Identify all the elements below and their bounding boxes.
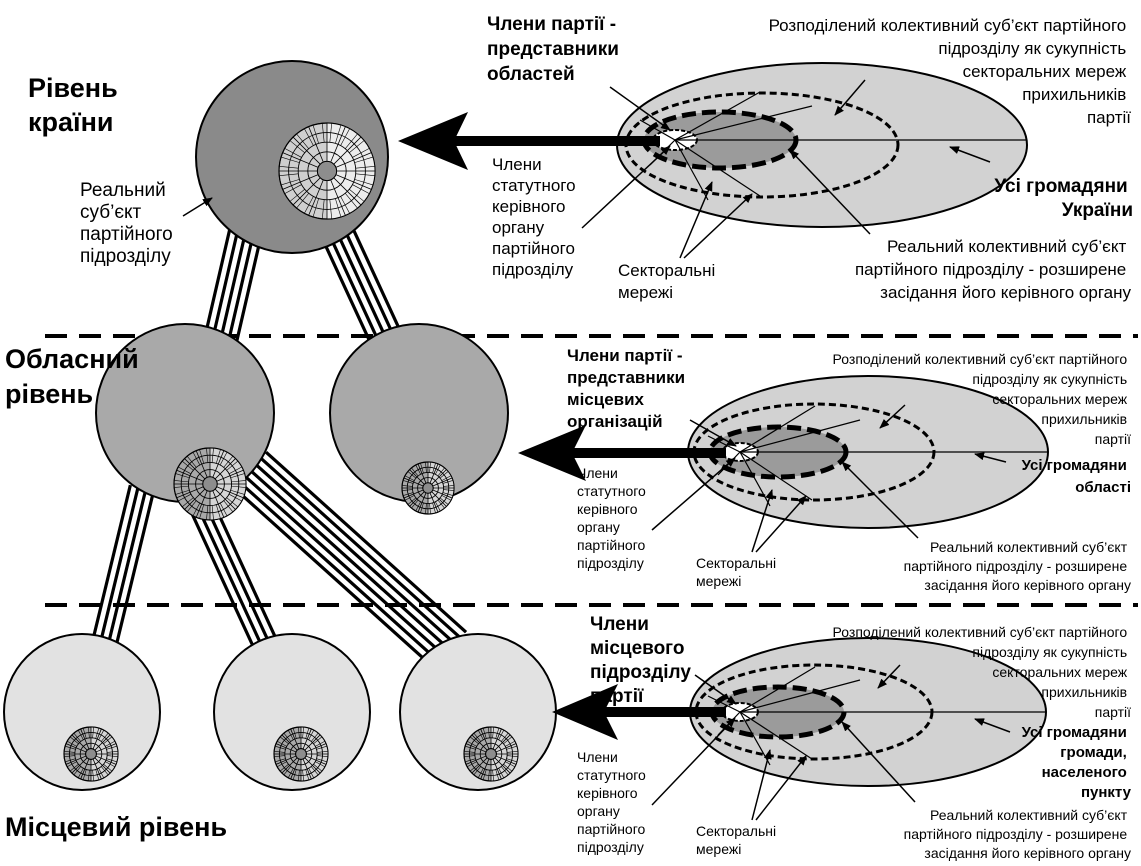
real-subject-pointer	[183, 198, 212, 216]
web-icon-regional-1	[174, 448, 246, 520]
panel-local: Члени місцевого підрозділу партії Розпод…	[552, 614, 1132, 861]
web-icon-regional-2	[402, 462, 454, 514]
web-icon-country	[279, 123, 375, 219]
panel-country: Члени партії - представники областей Роз…	[398, 14, 1133, 302]
members-title: Члени партії - представники областей	[487, 14, 624, 85]
level-title-country: Рівень країни	[28, 73, 125, 137]
statutory-pointer	[652, 718, 735, 805]
members-title: Члени партії - представники місцевих орг…	[567, 346, 690, 431]
level-title-local: Місцевий рівень	[5, 812, 227, 842]
statutory-members-label: Члени статутного керівного органу партій…	[577, 465, 650, 571]
bundle-line	[92, 485, 130, 642]
members-title: Члени місцевого підрозділу партії	[590, 614, 696, 707]
bundle-line	[194, 500, 264, 652]
web-icon-local-2	[274, 727, 328, 781]
all-citizens-label: Усі громадяни України	[994, 176, 1133, 221]
panel-regional: Члени партії - представники місцевих орг…	[518, 346, 1131, 593]
statutory-members-label: Члени статутного керівного органу партій…	[577, 749, 650, 855]
statutory-members-label: Члени статутного керівного органу партій…	[492, 155, 580, 279]
bundle-regional-local-1	[92, 485, 153, 648]
sectoral-networks-label: Секторальні мережі	[696, 555, 780, 589]
bundle-line	[187, 503, 257, 655]
web-icon-local-1	[64, 727, 118, 781]
web-icon-local-3	[464, 727, 518, 781]
sectoral-networks-label: Секторальні мережі	[696, 823, 780, 857]
real-collective-label: Реальний колективний суб’єкт партійного …	[904, 807, 1131, 861]
bundle-line	[116, 491, 154, 648]
real-collective-label: Реальний колективний суб’єкт партійного …	[855, 237, 1132, 302]
bundle-line	[239, 482, 439, 662]
real-collective-label: Реальний колективний суб’єкт партійного …	[904, 539, 1131, 593]
bundle-line	[100, 487, 138, 644]
real-subject-note: Реальний суб’єкт партійного підрозділу	[80, 180, 178, 267]
all-citizens-label: Усі громадяни громади, населеного пункту	[1022, 724, 1132, 801]
bundle-line	[108, 489, 146, 646]
sectoral-networks-label: Секторальні мережі	[618, 261, 720, 302]
